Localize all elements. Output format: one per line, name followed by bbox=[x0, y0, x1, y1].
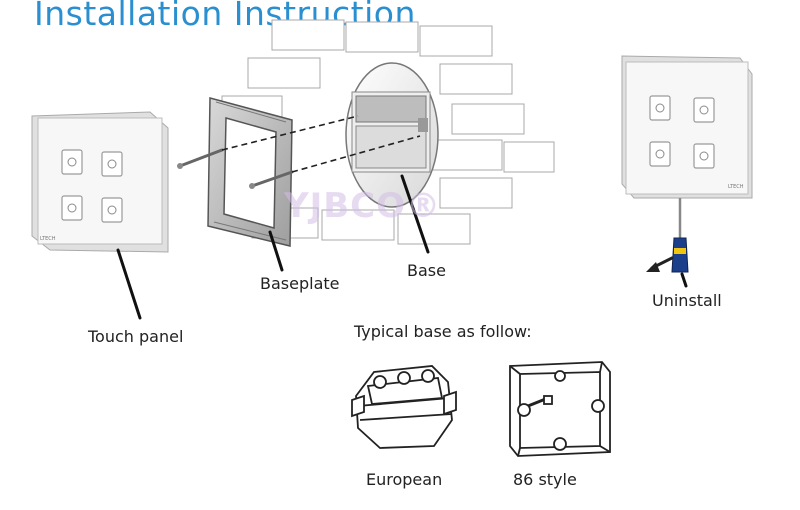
leader-lines bbox=[116, 174, 688, 320]
panel-brand-text: LTECH bbox=[728, 184, 744, 190]
uninstall-label: Uninstall bbox=[652, 291, 722, 310]
86-style-label: 86 style bbox=[513, 470, 577, 489]
screw-head bbox=[177, 163, 183, 169]
european-base-icon bbox=[351, 365, 457, 449]
touch-key-icon bbox=[693, 97, 715, 123]
watermark-text: YJBCO® bbox=[284, 186, 442, 226]
touch-panel-illustration: LTECH bbox=[31, 111, 169, 253]
base-illustration bbox=[345, 62, 439, 208]
brick-wall bbox=[221, 19, 555, 245]
alignment-lines bbox=[221, 115, 421, 173]
86-style-base-icon bbox=[509, 361, 611, 457]
touch-key-icon bbox=[61, 149, 83, 175]
touch-key-icon bbox=[101, 151, 123, 177]
touch-key-icon bbox=[649, 141, 671, 167]
touch-panel-label: Touch panel bbox=[88, 327, 184, 346]
uninstall-panel-illustration: LTECH bbox=[621, 55, 753, 199]
touch-key-icon bbox=[101, 197, 123, 223]
baseplate-label: Baseplate bbox=[260, 274, 340, 293]
european-label: European bbox=[366, 470, 443, 489]
panel-brand-text: LTECH bbox=[40, 236, 56, 242]
base-label: Base bbox=[407, 261, 446, 280]
touch-key-icon bbox=[649, 95, 671, 121]
touch-key-icon bbox=[693, 143, 715, 169]
screws bbox=[178, 148, 294, 188]
screwdriver-icon bbox=[646, 198, 689, 273]
typical-base-label: Typical base as follow: bbox=[354, 322, 532, 341]
touch-key-icon bbox=[61, 195, 83, 221]
baseplate-illustration bbox=[207, 97, 293, 247]
screw-head bbox=[249, 183, 255, 189]
